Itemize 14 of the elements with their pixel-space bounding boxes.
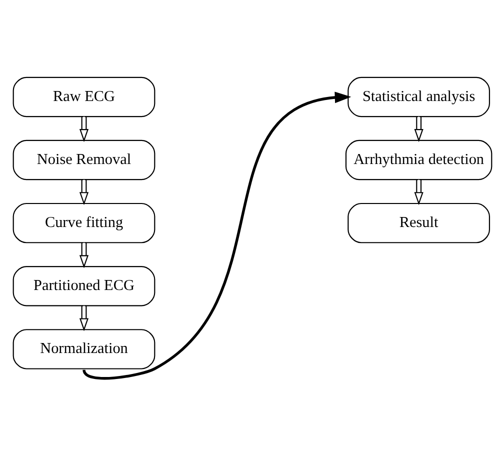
node-box: Statistical analysis bbox=[347, 76, 490, 118]
arrow bbox=[78, 116, 88, 142]
node-box: Normalization bbox=[12, 329, 155, 370]
node-box: Noise Removal bbox=[12, 140, 155, 180]
arrow bbox=[78, 180, 88, 206]
node-box: Curve fitting bbox=[12, 202, 155, 244]
arrow bbox=[78, 306, 88, 332]
node-box: Partitioned ECG bbox=[12, 266, 155, 306]
node-box: Result bbox=[347, 202, 490, 244]
arrow bbox=[414, 116, 423, 142]
arrow bbox=[78, 242, 88, 268]
arrow bbox=[414, 180, 423, 206]
node-box: Arrhythmia detection bbox=[344, 140, 492, 180]
node-box: Raw ECG bbox=[12, 76, 155, 118]
